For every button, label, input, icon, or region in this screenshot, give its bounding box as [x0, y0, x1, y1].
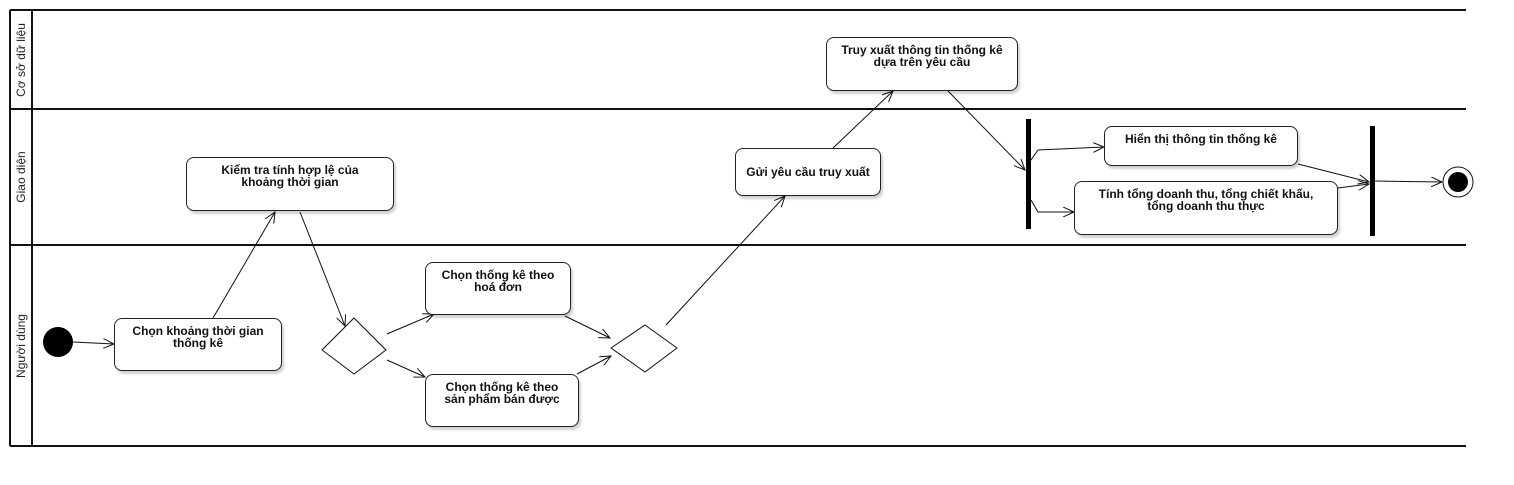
lane-label-database-text: Cơ sở dữ liệu [14, 22, 28, 97]
lane-label-user-text: Người dùng [14, 313, 28, 378]
flow-retrieve-to-fork [947, 90, 1025, 170]
action-compute-totals: Tính tổng doanh thu, tổng chiết khấu, tổ… [1074, 181, 1338, 235]
lane-label-database: Cơ sở dữ liệu [10, 10, 32, 109]
action-select-period: Chọn khoảng thời gian thống kê [114, 318, 282, 371]
flow-start-to-select [72, 342, 114, 344]
flow-compute-to-join [1337, 184, 1369, 188]
lane-label-interface: Giao diện [10, 109, 32, 245]
action-by-product: Chọn thống kê theo sản phẩm bán được [425, 374, 579, 427]
flow-decision-to-invoice [386, 314, 434, 335]
action-by-invoice: Chọn thống kê theo hoá đơn [425, 262, 571, 315]
flow-merge-to-send [665, 196, 785, 326]
flow-fork-to-display [1030, 147, 1104, 161]
flow-fork-to-compute [1030, 199, 1074, 212]
flow-invoice-to-merge [564, 315, 610, 338]
action-retrieve-info: Truy xuất thông tin thống kê dựa trên yê… [826, 37, 1018, 91]
flow-product-to-merge [576, 356, 611, 375]
join-bar [1370, 126, 1375, 236]
flow-select-to-validate [212, 212, 275, 319]
flow-send-to-retrieve [832, 91, 893, 149]
fork-bar [1026, 119, 1031, 229]
action-send-request: Gửi yêu cầu truy xuất [735, 148, 881, 196]
flow-join-to-final [1374, 181, 1442, 182]
flow-decision-to-product [386, 359, 425, 377]
merge-node [610, 324, 678, 373]
flow-display-to-join [1297, 163, 1369, 182]
action-display-info: Hiển thị thông tin thống kê [1104, 126, 1298, 166]
initial-node [43, 327, 73, 357]
lane-label-interface-text: Giao diện [14, 151, 28, 203]
final-node-core [1448, 172, 1468, 192]
decision-node [321, 317, 387, 375]
action-validate-period: Kiểm tra tính hợp lệ của khoảng thời gia… [186, 157, 394, 211]
lane-label-user: Người dùng [10, 245, 32, 446]
flow-validate-to-decision [299, 211, 345, 326]
